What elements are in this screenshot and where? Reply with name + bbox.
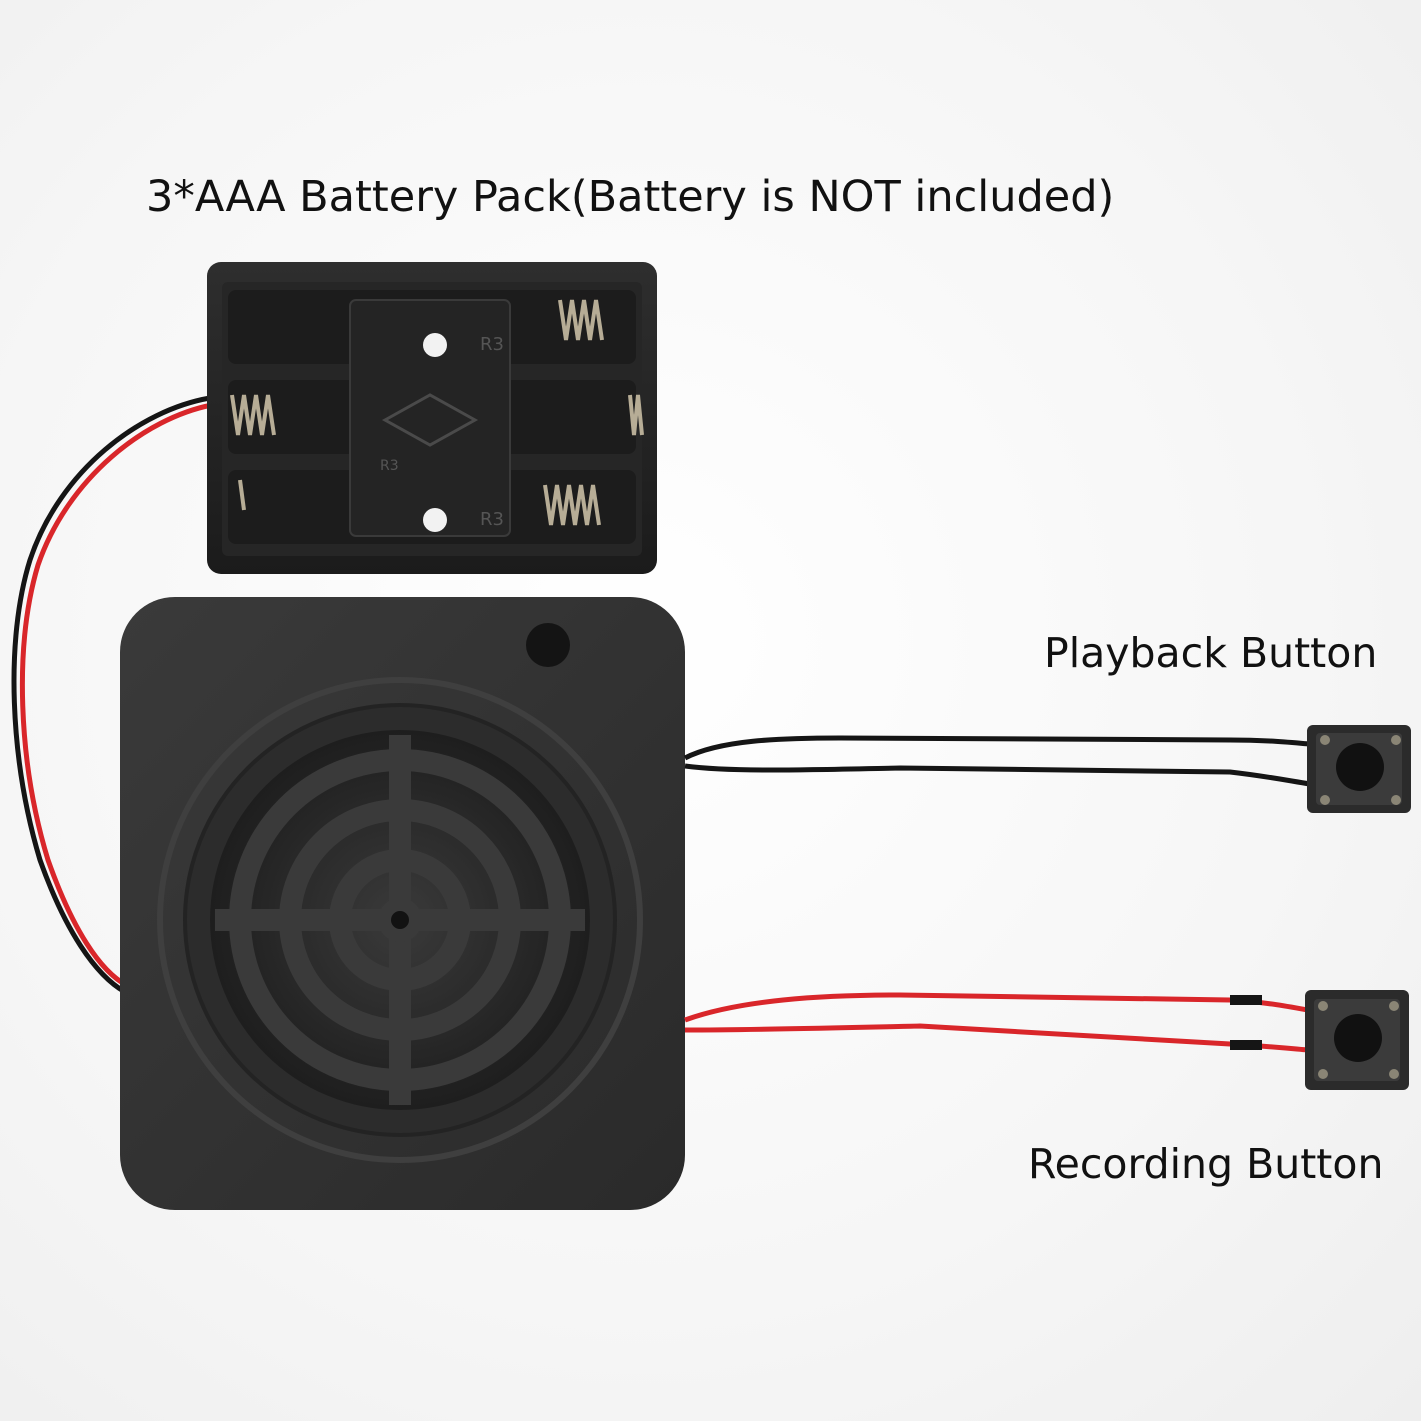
battery-lead-wires (11, 395, 213, 995)
playback-button-switch (1307, 725, 1411, 813)
playback-button-caption: Playback Button (1044, 629, 1378, 677)
holder-emboss-1: R3 (480, 334, 504, 355)
holder-emboss-2: R3 (480, 509, 504, 530)
recording-button-caption: Recording Button (1028, 1140, 1384, 1188)
speaker-module (120, 597, 685, 1210)
recording-wires (684, 992, 1309, 1053)
holder-emboss-3: R3 (380, 458, 399, 474)
battery-holder: R3 R3 R3 (207, 262, 657, 574)
playback-wires (683, 735, 1311, 787)
speaker-grill (215, 735, 585, 1105)
battery-springs (230, 299, 644, 526)
battery-pack-caption: 3*AAA Battery Pack(Battery is NOT includ… (146, 172, 1115, 222)
recording-button-switch (1305, 990, 1409, 1090)
